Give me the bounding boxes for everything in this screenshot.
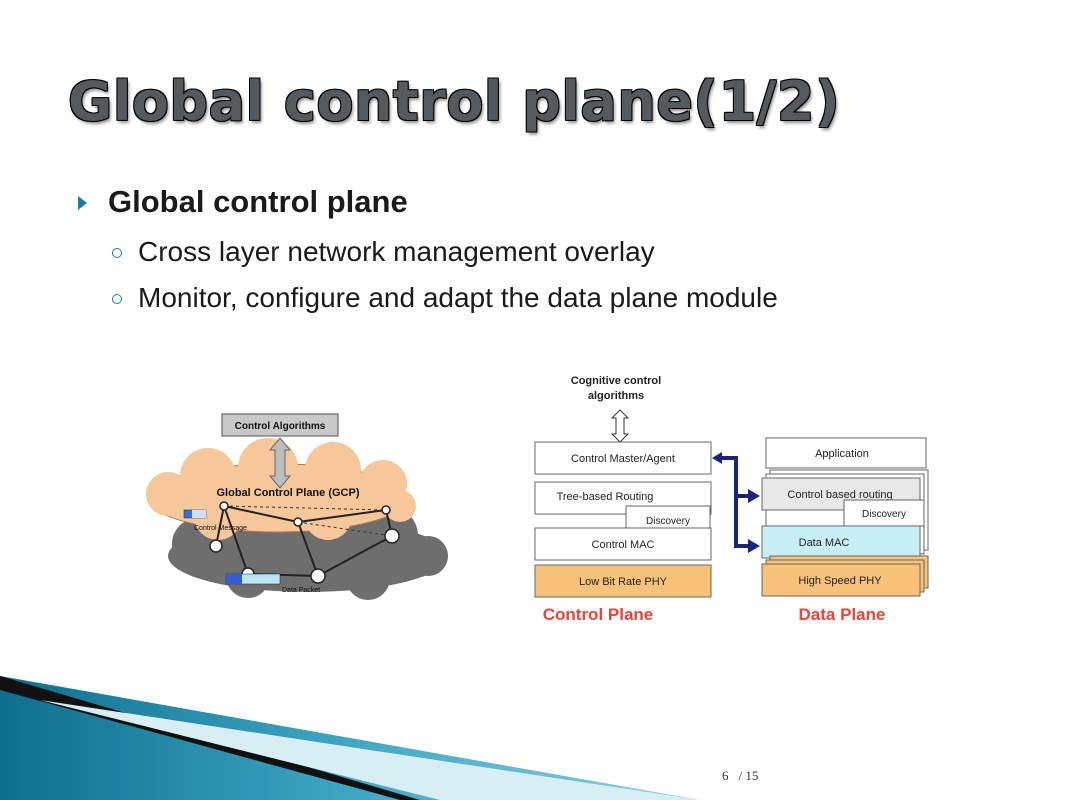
slide-title: Global control plane(1/2)	[68, 70, 841, 133]
control-discovery-label: Discovery	[646, 516, 690, 527]
footer-decoration	[0, 676, 700, 800]
bullet-list: Global control plane Cross layer network…	[78, 184, 778, 328]
page-current: 6	[722, 768, 729, 783]
control-mac-box	[534, 527, 712, 561]
bullet-item: Global control plane	[78, 184, 408, 224]
plane-architecture-diagram: Cognitive control algorithms Control Mas…	[534, 375, 929, 624]
control-algorithms-box	[221, 413, 339, 437]
control-mac-label: Control MAC	[592, 539, 655, 551]
double-arrow-icon	[610, 409, 630, 443]
cognitive-label-line1: Cognitive control	[571, 375, 661, 387]
plane-connector-arrows	[716, 456, 748, 548]
data-mac-box	[761, 525, 921, 559]
sub-bullet-text: Monitor, configure and adapt the data pl…	[138, 282, 778, 313]
high-speed-phy-label: High Speed PHY	[798, 575, 882, 587]
bullet-text: Global control plane	[108, 184, 408, 219]
control-message-label: Control Message	[194, 525, 247, 532]
data-packet-label: Data Packet	[282, 587, 320, 594]
control-plane-stack: Control Master/Agent Tree-based Routing …	[534, 441, 712, 598]
data-mac-label: Data MAC	[799, 537, 850, 549]
application-box	[765, 437, 927, 469]
double-arrow-icon	[268, 437, 292, 489]
control-routing-label: Control based routing	[787, 489, 892, 501]
control-master-box	[534, 441, 712, 475]
gcp-cloud-diagram: Control Algorithms Global Control Plane …	[146, 413, 448, 600]
arrow-right-icon	[748, 489, 760, 503]
page-total: / 15	[738, 768, 759, 783]
circle-bullet-icon	[112, 294, 122, 304]
data-discovery-label: Discovery	[862, 509, 906, 520]
cognitive-label-line2: algorithms	[588, 390, 644, 402]
low-bit-rate-phy-label: Low Bit Rate PHY	[579, 576, 668, 588]
low-bit-rate-phy-box	[534, 564, 712, 598]
page-number: 6 / 15	[722, 768, 758, 784]
control-plane-label: Control Plane	[543, 605, 654, 624]
high-speed-phy-box	[761, 563, 921, 597]
sub-bullet-text: Cross layer network management overlay	[138, 236, 655, 267]
arrow-left-icon	[712, 452, 722, 464]
control-master-label: Control Master/Agent	[571, 453, 675, 465]
control-algorithms-label: Control Algorithms	[235, 421, 326, 432]
arrow-right-icon	[748, 539, 760, 553]
application-label: Application	[815, 448, 869, 460]
data-plane-stack: Application Control based routing Discov…	[761, 437, 929, 597]
tree-routing-label: Tree-based Routing	[557, 491, 654, 503]
triangle-bullet-icon	[78, 196, 87, 210]
data-discovery-box	[843, 499, 925, 527]
circle-bullet-icon	[112, 248, 122, 258]
gcp-label: Global Control Plane (GCP)	[216, 487, 359, 499]
network-links	[215, 505, 393, 577]
data-plane-label: Data Plane	[799, 605, 886, 624]
